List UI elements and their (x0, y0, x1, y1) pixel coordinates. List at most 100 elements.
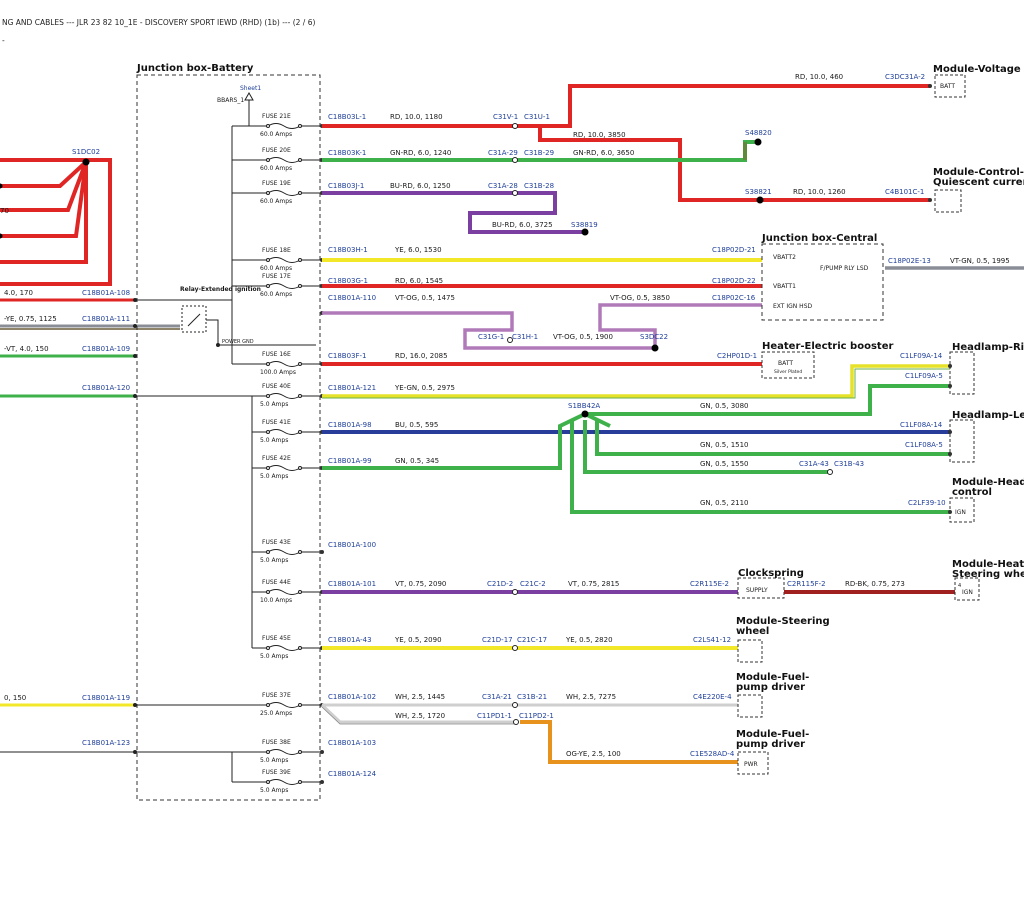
fuel-pump1-box (737, 694, 763, 718)
fuse-rating: 25.0 Amps (260, 710, 292, 717)
heater-booster-pin: BATT (778, 360, 793, 367)
steering-wheel-line1: Module-Steering (736, 616, 830, 627)
junction-box-right-pins (320, 124, 324, 784)
voltage-wire-conn: C3DC31A-2 (885, 73, 925, 81)
fuse37-inline-b: C31B-21 (517, 693, 547, 701)
fuse42-spec: GN, 0.5, 345 (395, 457, 439, 465)
hl-left-conn-a: C1LF08A-14 (900, 421, 943, 429)
fuse-rating: 100.0 Amps (260, 369, 296, 376)
fuel-end: C1E528AD-4 (690, 750, 735, 758)
fuse-terminal (266, 590, 270, 594)
fuse-name: FUSE 42E (262, 455, 291, 462)
bbars-arrow-icon (244, 91, 254, 101)
splice-s3dc22-dot (651, 344, 659, 352)
fuse-terminal (266, 550, 270, 554)
green-network (322, 384, 950, 514)
wire-ignition-vt-og (322, 303, 762, 350)
ign-spec3: VT-OG, 0.5, 1900 (553, 333, 613, 341)
fuse-name: FUSE 16E (262, 351, 291, 358)
voltage-module-box (934, 74, 966, 98)
fuse-terminal (298, 124, 302, 128)
fuse-rating: 5.0 Amps (260, 437, 288, 444)
headlamp-ctrl-line1: Module-Headl (952, 477, 1024, 488)
gn-inline-b: C31B-43 (834, 460, 864, 468)
ign-spec: VT-OG, 0.5, 1475 (395, 294, 455, 302)
fuse20-spec2: GN-RD, 6.0, 3650 (573, 149, 634, 157)
heated-wheel-pin: IGN (962, 589, 973, 596)
fuse44-conn: C18B01A-101 (328, 580, 376, 588)
fuse20-inline-a: C31A-29 (488, 149, 518, 157)
quiescent-wire-conn: C4B101C-1 (885, 188, 924, 196)
wire-fuel-og-ye (520, 720, 738, 764)
steering-wheel-box (737, 639, 763, 663)
quiescent-wire-spec: RD, 10.0, 1260 (793, 188, 846, 196)
wire-fuse37-branch-edge (321, 706, 515, 725)
fuel-spec: OG-YE, 2.5, 100 (566, 750, 621, 758)
junction-box-left-pins (133, 298, 137, 754)
left-wire-123-conn: C18B01A-123 (82, 739, 130, 747)
fuse-icon (258, 465, 322, 471)
inline-c31a21-icon (512, 702, 518, 708)
fuse-name: FUSE 21E (262, 113, 291, 120)
fuse-terminal (266, 124, 270, 128)
fuse45-inline-b: C21C-17 (517, 636, 547, 644)
fuse-terminal (298, 362, 302, 366)
left-terminal-dot (0, 183, 3, 189)
fuse-rating: 5.0 Amps (260, 401, 288, 408)
fuel-pump2-line2: pump driver (736, 739, 805, 750)
fuse-terminal (298, 466, 302, 470)
fuse-rating: 5.0 Amps (260, 473, 288, 480)
fuse-terminal (298, 590, 302, 594)
hl-right-conn-b: C1LF09A-5 (905, 372, 943, 380)
fuse45-spec2: YE, 0.5, 2820 (565, 636, 613, 644)
fuse43-conn: C18B01A-100 (328, 541, 376, 549)
fuse37-inline-a: C31A-21 (482, 693, 512, 701)
ign-conn: C18B01A-110 (328, 294, 376, 302)
fuse-icon (258, 549, 322, 555)
left-wire-109-spec: -VT, 4.0, 150 (4, 345, 49, 353)
fuse-name: FUSE 18E (262, 247, 291, 254)
fuse19-spec2: BU-RD, 6.0, 3725 (492, 221, 553, 229)
fuse-terminal (298, 158, 302, 162)
fuse-name: FUSE 39E (262, 769, 291, 776)
fuse-icon (258, 645, 322, 651)
fuse-terminal (298, 430, 302, 434)
fuse-icon (258, 361, 322, 367)
fuse16-end: C2HP01D-1 (717, 352, 757, 360)
fuse19-spec: BU-RD, 6.0, 1250 (390, 182, 451, 190)
fuse-name: FUSE 44E (262, 579, 291, 586)
fuse-terminal (266, 780, 270, 784)
clockspring-pin: SUPPLY (746, 587, 768, 594)
fuse17-end: C18P02D-22 (712, 277, 756, 285)
fuse-icon (258, 749, 322, 755)
fuse44-spec2: VT, 0.75, 2815 (568, 580, 619, 588)
ign-inline-a: C31G-1 (478, 333, 504, 341)
left-wire-119-conn: C18B01A-119 (82, 694, 130, 702)
fuel-pump2-pin: PWR (744, 761, 758, 768)
fuse41-conn: C18B01A-98 (328, 421, 372, 429)
power-gnd-label: POWER GND (222, 339, 254, 345)
fuse19-inline-a: C31A-28 (488, 182, 518, 190)
fuse-terminal (266, 158, 270, 162)
wire-fuse37-branch (320, 703, 515, 724)
fuse45-conn: C18B01A-43 (328, 636, 372, 644)
fuse40-conn: C18B01A-121 (328, 384, 376, 392)
left-red-bundle (0, 158, 112, 286)
fuse21-inline-b: C31U-1 (524, 113, 550, 121)
fuse42-conn: C18B01A-99 (328, 457, 372, 465)
headlamp-left-box (949, 419, 975, 463)
inline-c31v-icon (512, 123, 518, 129)
ign-end: C18P02C-16 (712, 294, 756, 302)
clockspring-box (737, 577, 785, 599)
gn-spec1: GN, 0.5, 3080 (700, 402, 749, 410)
inline-c31a28-icon (512, 190, 518, 196)
fuse-name: FUSE 43E (262, 539, 291, 546)
sheet-ref: Sheet1 (240, 85, 261, 92)
fuse-terminal (266, 284, 270, 288)
fuse37-spec: WH, 2.5, 1445 (395, 693, 445, 701)
splice-s48820-dot (754, 138, 762, 146)
ign-inline-b: C31H-1 (512, 333, 538, 341)
fuse-icon (258, 779, 322, 785)
fuse-terminal (266, 646, 270, 650)
heater-booster-box (761, 351, 815, 379)
